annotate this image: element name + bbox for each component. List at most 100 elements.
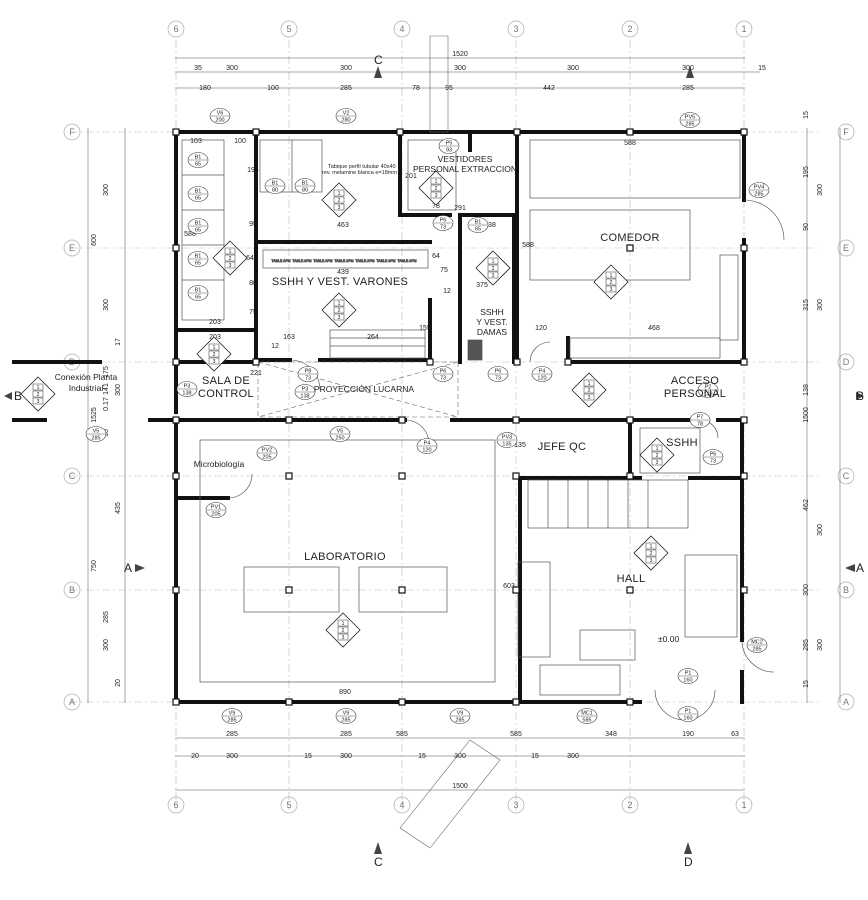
element-tag-id: PV3 [502, 435, 512, 441]
element-tag-value: 65 [195, 162, 201, 168]
element-tag-value: 73 [495, 376, 501, 382]
grid-bubble-row-left-circle [63, 239, 81, 257]
dim-interior: 603 [503, 583, 515, 590]
column [626, 586, 634, 594]
finish-symbol-diamond [321, 182, 357, 218]
finish-symbol-cell [487, 271, 499, 279]
grid-bubble-col-top-circle [735, 20, 753, 38]
finish-symbol-code: 3 [338, 315, 341, 321]
dim-right-inner: 300 [817, 524, 824, 536]
dim-left-inner: 0.17 [103, 397, 110, 411]
room-sshh-damas-line3: DAMAS [477, 327, 508, 337]
element-tag-value: 65 [195, 295, 201, 301]
dim-interior: 75 [249, 309, 257, 316]
column [512, 698, 520, 706]
column [626, 128, 634, 136]
dim-right-outer: 195 [803, 166, 810, 178]
grid-bubble-col-top-circle [393, 20, 411, 38]
finish-symbol-code: 1 [229, 249, 232, 255]
finish-symbol-code: 1 [588, 381, 591, 387]
section-mark-c-bottom: C [374, 855, 383, 869]
finish-symbol-cell [430, 191, 442, 199]
element-tag-value: 285 [227, 718, 236, 724]
room-sala-control-line1: SALA DE [202, 375, 250, 387]
column [426, 358, 434, 366]
column [285, 416, 293, 424]
element-tag-value: 65 [195, 228, 201, 234]
proyeccion-lucarna: PROYECCIÓN LUCARNA [314, 384, 414, 394]
column [740, 472, 748, 480]
dim-right-outer: 462 [803, 499, 810, 511]
column [740, 358, 748, 366]
element-tag-value: 285 [685, 122, 694, 128]
dim-bottom-row1: 285 [226, 731, 238, 738]
grid-bubble-row-left-circle [63, 467, 81, 485]
dim-bottom-row1: 585 [396, 731, 408, 738]
dim-top-row2: 78 [412, 85, 420, 92]
grid-bubble-row-left: B [69, 585, 75, 595]
finish-symbol-cell [605, 285, 617, 293]
element-tag-value: 250 [335, 436, 344, 442]
dim-interior: 463 [337, 222, 349, 229]
element-tag-value: 120 [422, 448, 431, 454]
finish-symbol-cell [487, 264, 499, 272]
room-laboratorio: LABORATORIO [304, 551, 386, 563]
finish-symbol-cell [583, 379, 595, 387]
finish-symbol-cell [651, 451, 663, 459]
dim-interior: 75 [440, 267, 448, 274]
dim-bottom-row2: 300 [454, 753, 466, 760]
section-mark-c-top: C [374, 53, 383, 67]
element-tag-id: B1 [302, 181, 309, 187]
element-tags: V6200V2280P593PV5285PV4285P673P873P673P3… [85, 108, 770, 724]
element-tag-id: P2 [705, 385, 712, 391]
element-tag-id: V9 [457, 711, 464, 717]
element-tag-id: MC2 [751, 640, 763, 646]
grid-bubble-col-top: 4 [399, 24, 404, 34]
dim-interior: 64 [246, 255, 254, 262]
finish-symbol-cell [208, 350, 220, 358]
section-mark-d-bottom: D [684, 855, 693, 869]
column [285, 698, 293, 706]
element-tag-id: P6 [440, 369, 447, 375]
room-comedor: COMEDOR [600, 232, 660, 244]
room-vestidores-line2: PERSONAL EXTRACCION [413, 164, 517, 174]
element-tag-value: 93 [446, 148, 452, 154]
finish-symbol-code: 2 [342, 628, 345, 634]
dim-top-row1: 300 [340, 65, 352, 72]
finish-symbol-code: 2 [492, 266, 495, 272]
column [252, 128, 260, 136]
finish-symbol-diamond [633, 535, 669, 571]
column [172, 586, 180, 594]
dim-right-outer: 138 [803, 384, 810, 396]
dim-left-inner: 17 [115, 338, 122, 346]
finish-symbol-cell [430, 184, 442, 192]
section-mark-b-right: B [856, 389, 864, 403]
finish-symbol-code: 1 [650, 544, 653, 550]
dim-left-outer: 1525 [91, 407, 98, 423]
finish-symbol-code: 1 [37, 385, 40, 391]
finish-symbol-cell [645, 549, 657, 557]
dim-interior: 221 [250, 370, 262, 377]
element-tag-value: 135 [502, 442, 511, 448]
finish-symbol-code: 1 [610, 273, 613, 279]
grid-bubble-col-top-circle [280, 20, 298, 38]
column [172, 416, 180, 424]
element-tag-id: B1 [195, 221, 202, 227]
finish-symbol-code: 3 [588, 395, 591, 401]
grid-bubble-row-right: F [843, 127, 849, 137]
dim-interior: 138 [484, 222, 496, 229]
grid-bubble-col-top: 2 [627, 24, 632, 34]
column [626, 472, 634, 480]
element-tag-id: B1 [475, 220, 482, 226]
finish-symbol: 123 [321, 292, 357, 328]
finish-symbol-cell [651, 444, 663, 452]
room-sshh-damas-line2: Y VEST. [476, 317, 508, 327]
element-tag-value: 73 [710, 459, 716, 465]
grid-bubble-col-bottom: 4 [399, 800, 404, 810]
